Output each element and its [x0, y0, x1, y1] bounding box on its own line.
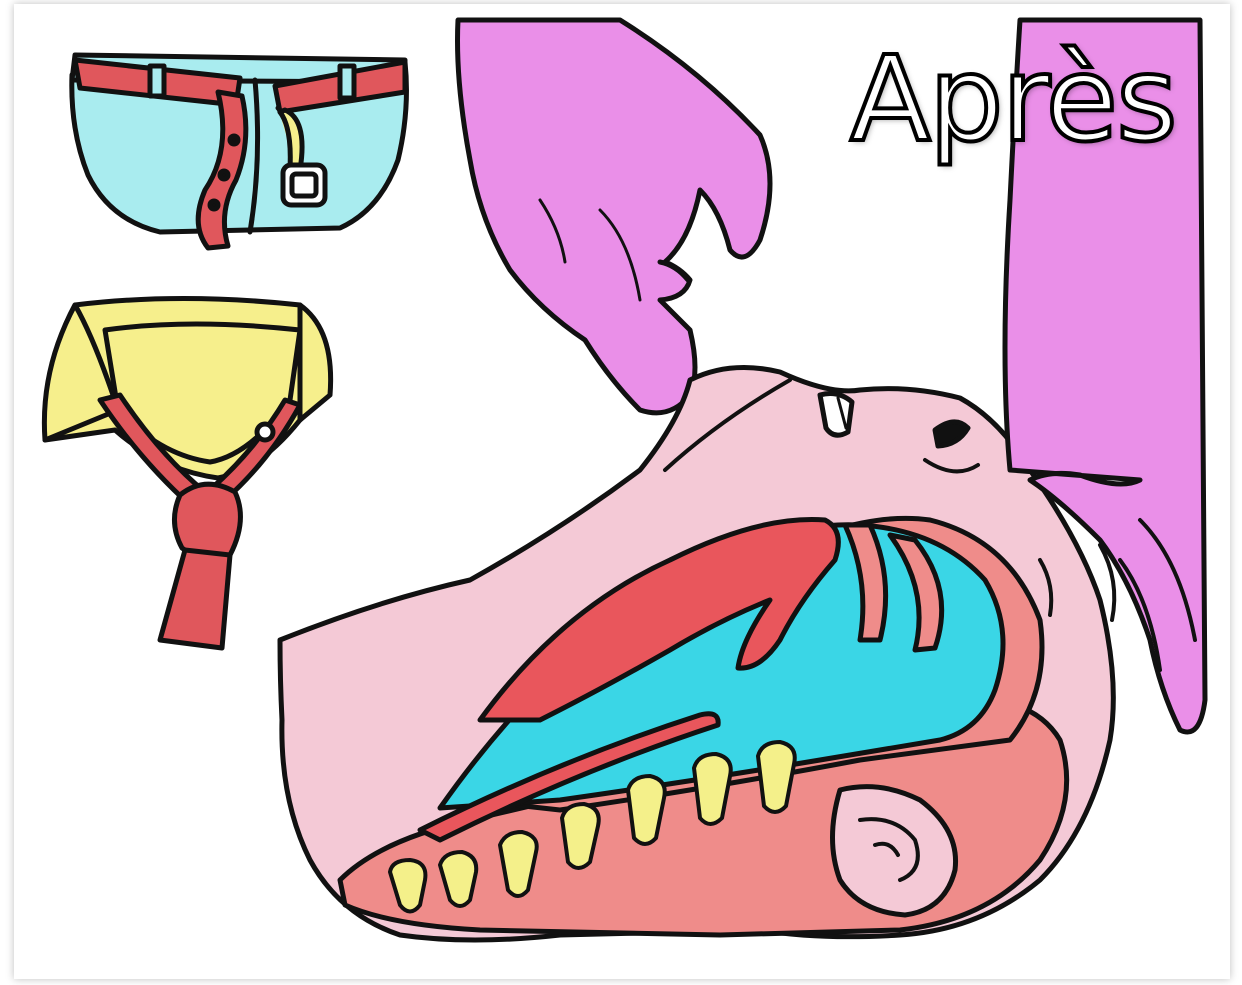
title-label: Après [850, 40, 1176, 158]
loosened-collar-tie-icon [44, 299, 330, 649]
chin-lift-hand [458, 20, 771, 413]
loosened-belt-icon [72, 55, 407, 248]
